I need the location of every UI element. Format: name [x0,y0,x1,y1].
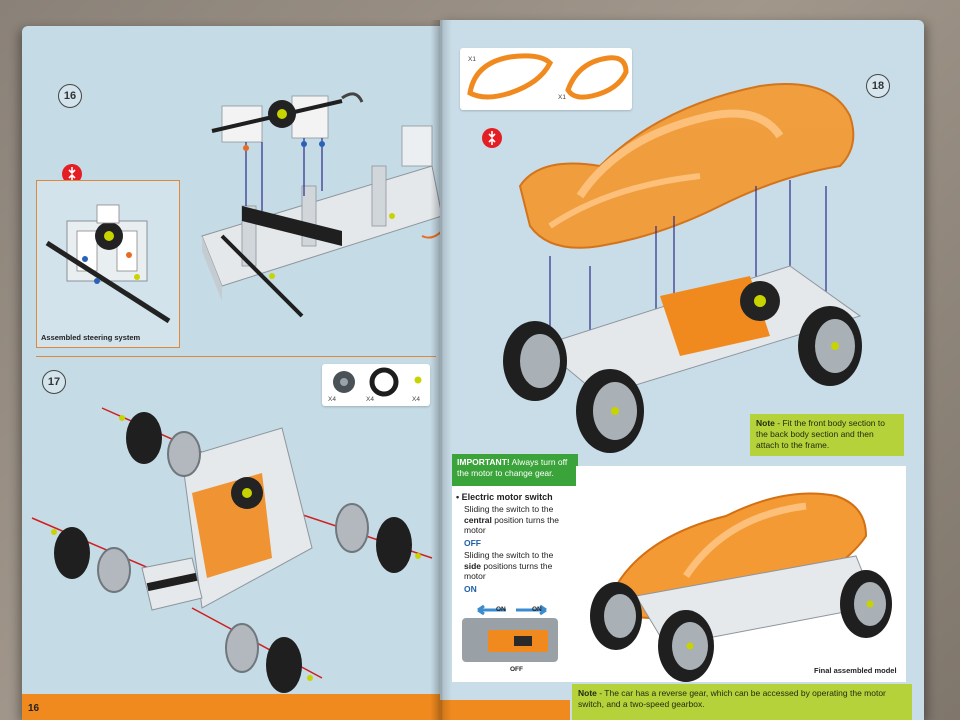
step-17-wheel-illustration [31,407,433,693]
step-18-number: 18 [866,74,890,98]
switch-left-arrow-icon [477,604,506,616]
step-18-note-label: Note [756,418,775,428]
step-16-number: 16 [58,84,82,108]
switch-on-right-label: ON [532,606,542,613]
important-notice: IMPORTANT! Always turn off the motor to … [452,454,578,486]
wheel-hub-qty: X4 [328,396,336,403]
front-body-section-icon [467,53,554,100]
motor-switch-off-text: Sliding the switch to the central positi… [464,504,559,535]
step-18-note: Note - Fit the front body section to the… [750,414,904,456]
book-gutter [430,20,452,720]
switch-right-arrow-icon [516,604,547,616]
motor-switch-on-text: Sliding the switch to the side positions… [464,550,554,581]
step-18-parts-box: X1 X1 [460,48,632,110]
right-footer-band [440,700,570,720]
switch-on-left-label: ON [496,606,506,613]
gearbox-note: Note - The car has a reverse gear, which… [572,684,912,720]
press-together-icon-right [482,128,502,148]
axle-nut-icon [414,376,422,384]
motor-switch-panel: • Electric motor switch Sliding the swit… [452,486,576,682]
assembled-steering-illustration [45,204,171,324]
steering-inset-box: Assembled steering system [36,180,180,348]
step-divider [36,356,436,357]
gearbox-note-text: - The car has a reverse gear, which can … [578,688,886,709]
motor-state-on: ON [464,584,477,594]
motor-switch-diagram [462,604,558,662]
step-17-parts-box: X4 X4 X4 [322,364,430,406]
step-18-note-text: - Fit the front body section to the back… [756,418,885,450]
left-footer-band [22,694,442,720]
important-text: Always turn off the motor to change gear… [457,457,568,478]
step-18-body-illustration [503,83,862,453]
left-page: 16 Assembled steering system [22,26,442,720]
axle-nut-qty: X4 [412,396,420,403]
switch-off-label: OFF [510,666,523,673]
step-17-number: 17 [42,370,66,394]
important-label: IMPORTANT! [457,457,510,467]
final-model-caption: Final assembled model [814,666,897,675]
gearbox-note-label: Note [578,688,597,698]
step-16-assembly-illustration [201,92,442,318]
press-together-icon [62,164,82,184]
front-body-section-qty: X1 [468,56,476,63]
back-body-section-icon [565,55,629,100]
final-model-panel: Final assembled model [576,466,906,682]
page-number-left: 16 [28,703,40,714]
motor-switch-title: • Electric motor switch [456,492,553,502]
tyre-qty: X4 [366,396,374,403]
right-page: X1 X1 18 Note - [440,20,924,720]
motor-state-off: OFF [464,538,481,548]
tyre-icon [369,367,399,397]
back-body-section-qty: X1 [558,94,566,101]
final-model-illustration [590,492,892,682]
steering-inset-caption: Assembled steering system [41,333,141,342]
